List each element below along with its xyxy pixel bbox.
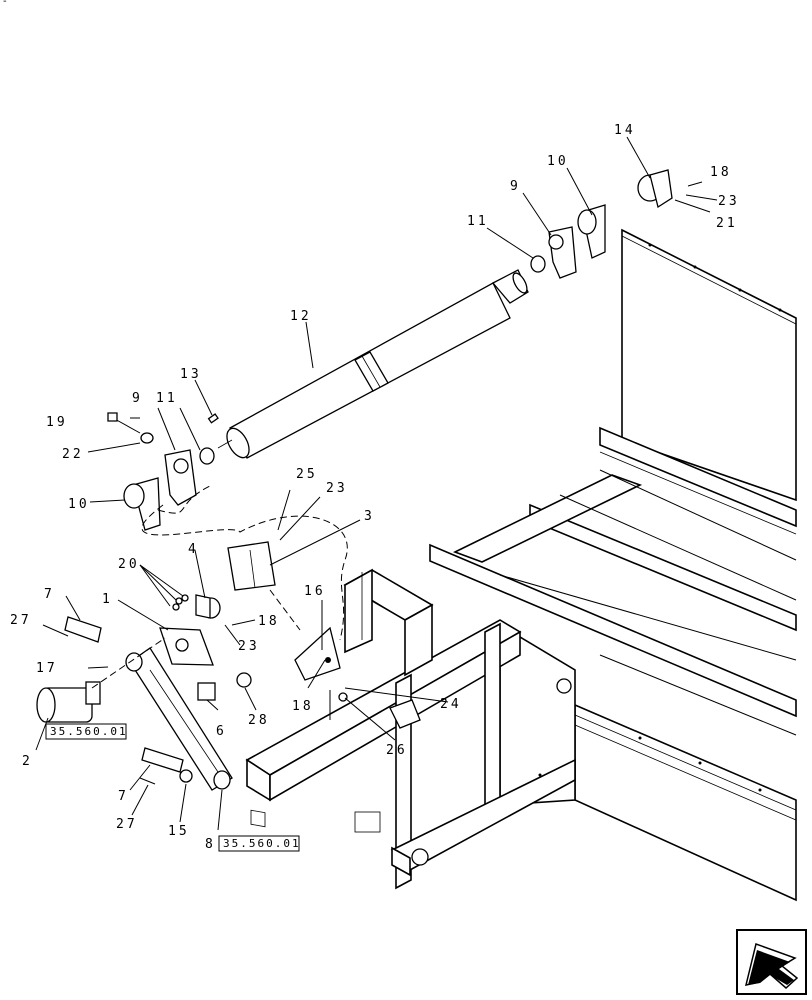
callout-7a: 7 [44, 587, 55, 602]
callout-18b: 18 [258, 614, 280, 629]
callout-20: 20 [118, 557, 140, 572]
callout-8: 8 [205, 837, 216, 852]
callout-11a: 11 [156, 391, 178, 406]
callout-23a: 23 [718, 194, 740, 209]
machine-frame [245, 228, 797, 902]
callout-15: 15 [168, 824, 190, 839]
callout-23b: 23 [326, 481, 348, 496]
callout-25: 25 [296, 467, 318, 482]
callout-23c: 23 [238, 639, 260, 654]
callout-2: 2 [22, 754, 33, 769]
callout-10a: 10 [68, 497, 90, 512]
callout-10b: 10 [547, 154, 569, 169]
callout-1: 1 [102, 592, 113, 607]
callout-18c: 18 [292, 699, 314, 714]
callout-28: 28 [248, 713, 270, 728]
callout-6: 6 [216, 724, 227, 739]
reference-label-cylinder: 35.560.01 [223, 837, 301, 850]
callout-14: 14 [614, 123, 636, 138]
roller-shaft-12 [217, 269, 529, 459]
callout-21: 21 [716, 216, 738, 231]
next-page-arrow-icon[interactable] [736, 929, 807, 995]
cylinder-assembly [36, 541, 421, 791]
callout-19: 19 [46, 415, 68, 430]
callout-24: 24 [440, 697, 462, 712]
callout-4: 4 [188, 542, 199, 557]
reference-box-motor[interactable]: 35.560.01 [45, 723, 128, 740]
callout-26: 26 [386, 743, 408, 758]
callout-17: 17 [36, 661, 58, 676]
reference-box-cylinder[interactable]: 35.560.01 [218, 835, 301, 852]
callout-9a: 9 [132, 391, 143, 406]
corner-mark: - [3, 0, 7, 7]
reference-label-motor: 35.560.01 [50, 725, 128, 738]
callout-16: 16 [304, 584, 326, 599]
callout-labels: 1 2 3 4 6 7 7 8 9 9 10 10 11 11 12 13 14… [10, 123, 740, 852]
leader-lines [35, 136, 718, 831]
callout-27a: 27 [10, 613, 32, 628]
callout-11b: 11 [467, 214, 489, 229]
callout-13: 13 [180, 367, 202, 382]
callout-18a: 18 [710, 165, 732, 180]
bearing-parts [107, 169, 673, 641]
callout-27b: 27 [116, 817, 138, 832]
callout-3: 3 [364, 509, 375, 524]
callout-12: 12 [290, 309, 312, 324]
callout-9b: 9 [510, 179, 521, 194]
callout-7b: 7 [118, 789, 129, 804]
callout-22: 22 [62, 447, 84, 462]
